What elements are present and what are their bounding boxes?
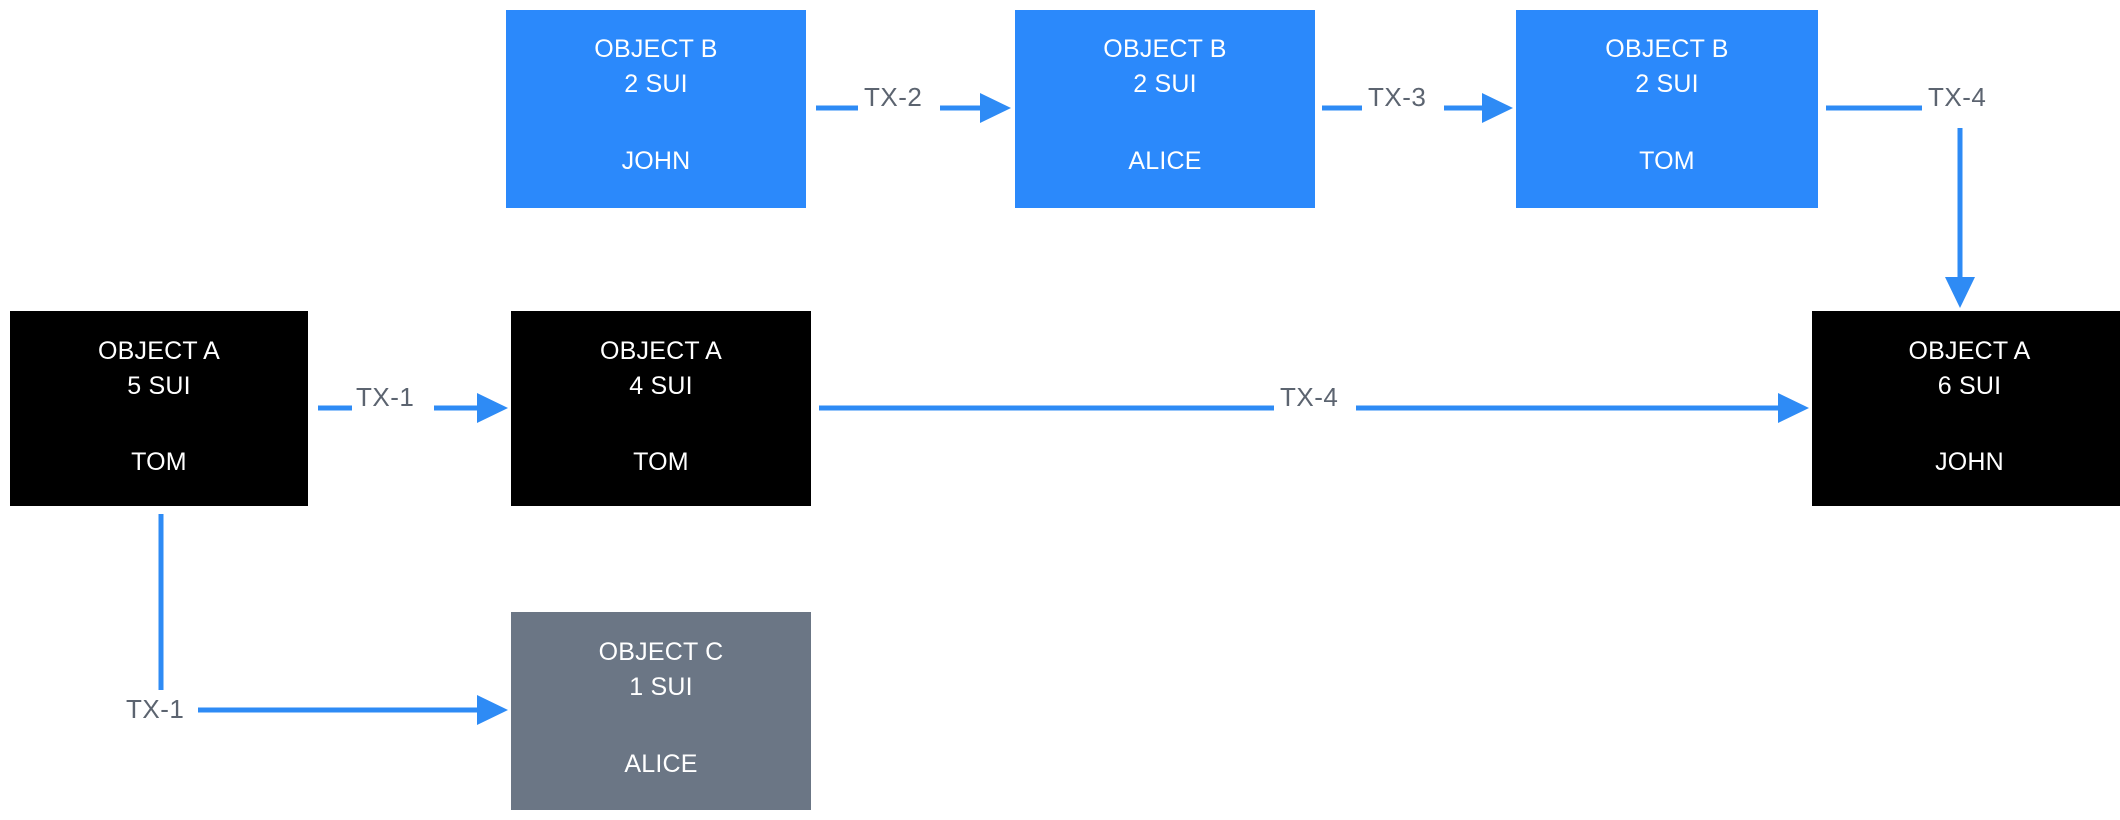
connector-tx-4-from-object-b [1826, 105, 1976, 309]
object-node-object-a-4sui-tom[interactable]: OBJECT A 4 SUI TOM [511, 311, 811, 506]
object-owner: ALICE [624, 750, 698, 778]
object-owner: TOM [633, 448, 689, 476]
object-name: OBJECT C [598, 638, 724, 666]
object-amount: 6 SUI [1937, 372, 2002, 400]
object-node-object-b-john[interactable]: OBJECT B 2 SUI JOHN [506, 10, 806, 208]
edge-label-tx-1-top: TX-1 [356, 382, 415, 412]
object-name: OBJECT B [1103, 35, 1227, 63]
object-node-object-b-tom[interactable]: OBJECT B 2 SUI TOM [1516, 10, 1818, 208]
object-owner: ALICE [1128, 147, 1202, 175]
object-amount: 5 SUI [127, 372, 191, 400]
object-name: OBJECT A [97, 337, 220, 365]
object-amount: 2 SUI [1133, 70, 1197, 98]
edge-label-tx-4-top: TX-4 [1928, 82, 1987, 112]
edge-label-tx-3: TX-3 [1368, 82, 1427, 112]
object-name: OBJECT A [1908, 337, 2031, 365]
object-node-object-a-6sui-john[interactable]: OBJECT A 6 SUI JOHN [1812, 311, 2120, 506]
object-owner: TOM [1639, 147, 1695, 175]
edge-label-tx-2: TX-2 [864, 82, 923, 112]
object-name: OBJECT B [1605, 35, 1729, 63]
connector-tx-1-to-object-c [158, 514, 509, 725]
edge-label-tx-1-bottom: TX-1 [126, 694, 185, 724]
object-name: OBJECT B [594, 35, 718, 63]
object-owner: JOHN [621, 147, 691, 175]
object-node-object-b-alice[interactable]: OBJECT B 2 SUI ALICE [1015, 10, 1315, 208]
object-amount: 2 SUI [624, 70, 688, 98]
object-amount: 2 SUI [1635, 70, 1699, 98]
object-amount: 4 SUI [629, 372, 693, 400]
object-owner: JOHN [1935, 448, 2004, 476]
object-node-object-a-5sui-tom[interactable]: OBJECT A 5 SUI TOM [10, 311, 308, 506]
edge-label-tx-4-middle: TX-4 [1280, 382, 1339, 412]
object-name: OBJECT A [599, 337, 722, 365]
object-amount: 1 SUI [629, 673, 693, 701]
object-node-object-c-alice[interactable]: OBJECT C 1 SUI ALICE [511, 612, 811, 810]
object-owner: TOM [131, 448, 187, 476]
